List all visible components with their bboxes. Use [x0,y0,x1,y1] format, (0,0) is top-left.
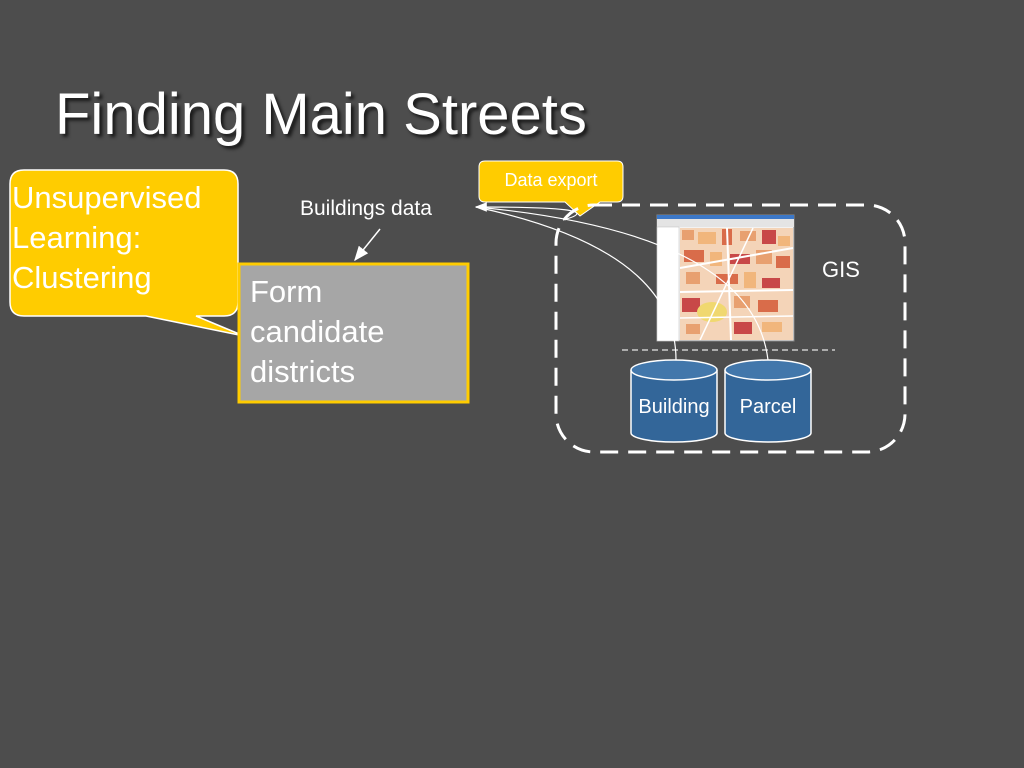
process-box-line: districts [250,354,356,389]
arrow-to-process-box [354,228,381,262]
export-curve-1 [475,206,677,361]
export-curve-3 [474,202,578,221]
unsupervised-learning-callout: Unsupervised Learning: Clustering [12,178,234,298]
callout-shape [9,169,245,337]
building-db-label: Building [638,396,710,418]
data-export-callout [478,160,624,217]
data-export-label: Data export [504,170,598,190]
gis-region [554,203,907,454]
slide-title: Finding Main Streets [55,82,587,147]
gis-map-thumbnail [656,214,795,342]
buildings-data-label: Buildings data [300,197,432,220]
callout-line: Clustering [12,260,152,295]
process-box-line: candidate [250,314,385,349]
gis-label: GIS [822,257,860,282]
parcel-db-label: Parcel [739,396,797,418]
process-box [237,262,470,404]
process-box-line: Form [250,274,323,309]
process-box-label: Form candidate districts [250,272,464,392]
building-cylinder [630,359,718,443]
callout-line: Unsupervised [12,180,202,215]
callout-line: Learning: [12,220,142,255]
export-curve-2 [475,206,769,361]
parcel-cylinder [724,359,812,443]
